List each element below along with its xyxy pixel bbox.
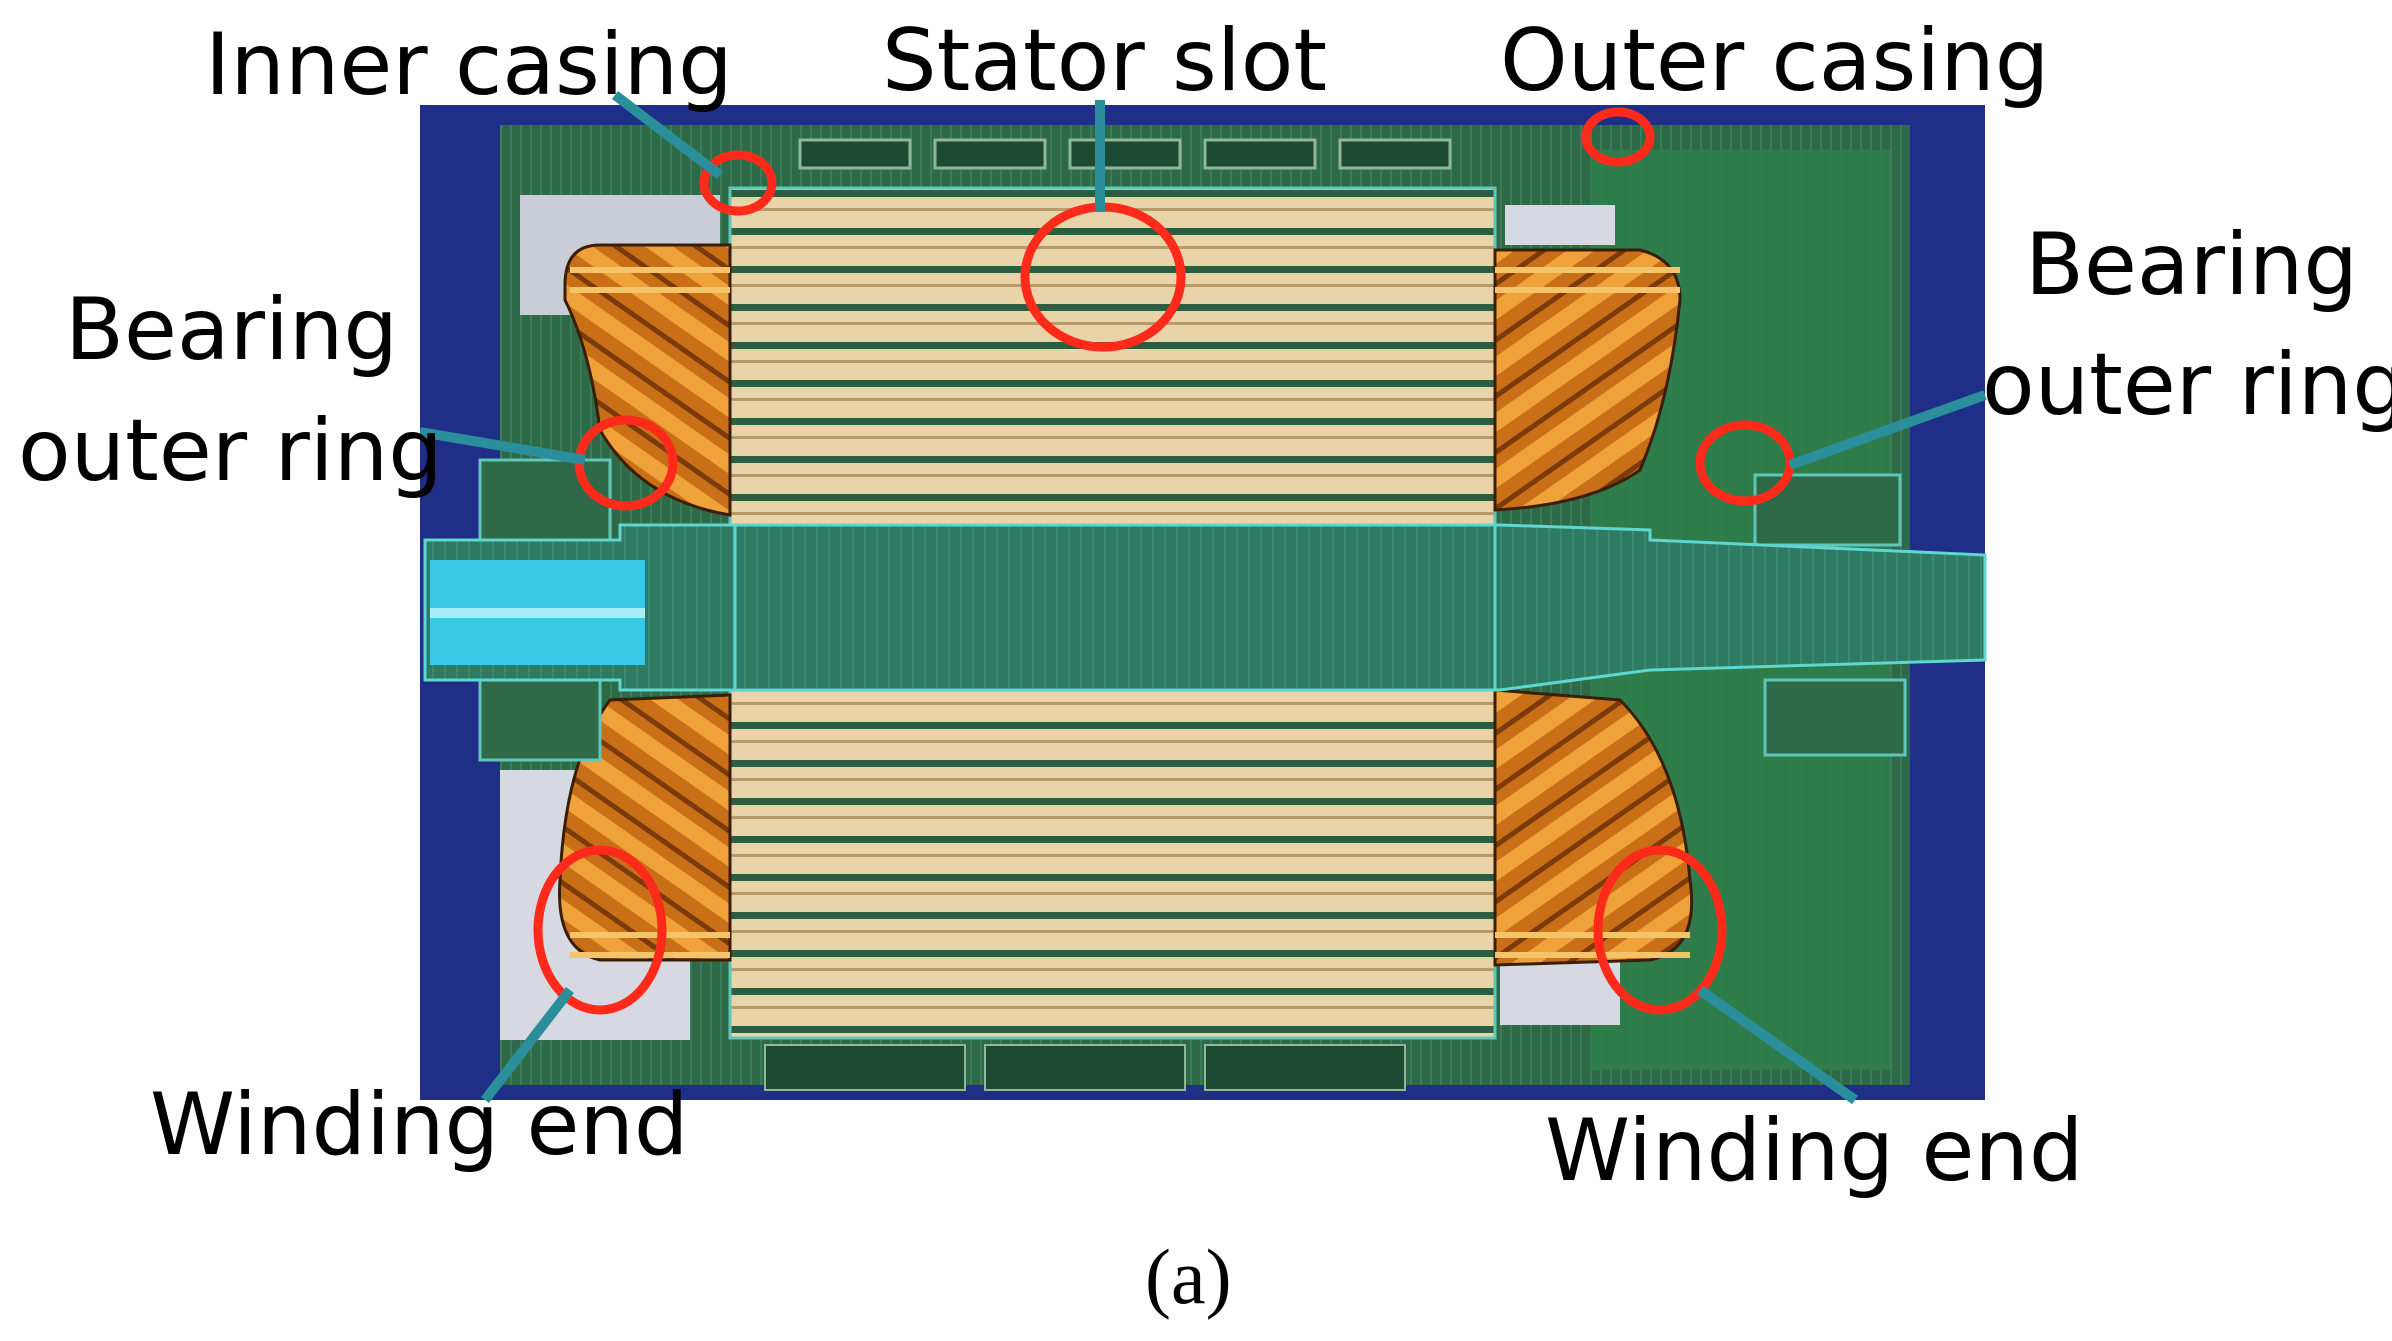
end-turns [570, 267, 1690, 958]
figure-caption: (a) [1145, 1233, 1232, 1320]
marker-outer-casing [1581, 107, 1655, 167]
stator-core-bottom [728, 688, 1497, 1040]
winding-end-left-top [563, 243, 732, 517]
label-bearing-left-line2: outer ring [18, 401, 443, 501]
marker-inner-casing [699, 150, 777, 216]
marker-winding-right [1593, 845, 1727, 1015]
label-outer-casing: Outer casing [1500, 11, 2050, 111]
label-winding-end-right: Winding end [1545, 1101, 2084, 1201]
leader-lines [419, 91, 1987, 1105]
marker-winding-left [533, 845, 667, 1015]
bearing-right-bottom [1763, 678, 1907, 757]
shaft-cyan-stripe [430, 608, 645, 618]
label-winding-end-left: Winding end [150, 1075, 689, 1175]
bottom-vents [764, 1044, 1406, 1091]
label-inner-casing: Inner casing [205, 15, 733, 115]
label-bearing-right-line2: outer ring [1982, 335, 2392, 435]
bearing-left-top [478, 458, 612, 542]
stator-core-top [728, 186, 1497, 530]
label-bearing-left-line1: Bearing [65, 280, 398, 380]
bearing-left-bottom [478, 673, 602, 762]
top-vents [798, 138, 1452, 170]
rotor-core [733, 523, 1497, 692]
label-bearing-right-line1: Bearing [2025, 215, 2358, 315]
label-stator-slot: Stator slot [882, 11, 1328, 111]
inner-casing-right-top [1505, 205, 1615, 245]
